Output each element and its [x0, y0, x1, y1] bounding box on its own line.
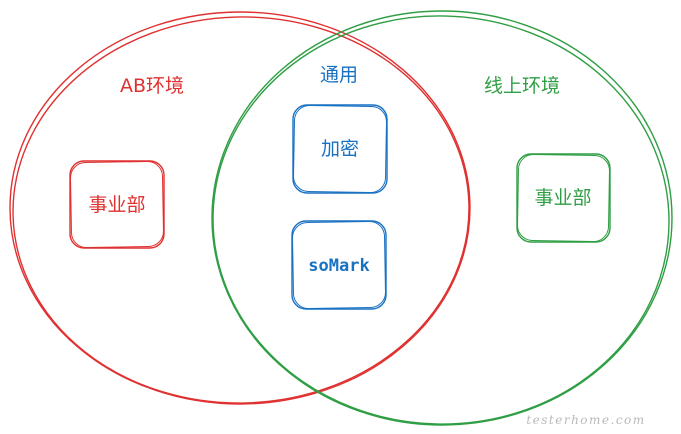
encryption-label: 加密: [321, 138, 359, 160]
ab-environment-circle: [9, 11, 471, 405]
online-environment-circle: [211, 10, 673, 426]
common-title: 通用: [320, 64, 358, 86]
ab-department-label: 事业部: [88, 194, 145, 216]
online-department-label: 事业部: [534, 187, 591, 209]
watermark-text: testerhome.com: [526, 413, 645, 427]
online-environment-title: 线上环境: [484, 75, 560, 97]
online-department-box: 事业部: [516, 153, 611, 243]
somark-label: soMark: [308, 256, 369, 276]
encryption-box: 加密: [292, 104, 388, 194]
ab-environment-title: AB环境: [120, 75, 184, 97]
ab-department-box: 事业部: [69, 160, 165, 249]
somark-box: soMark: [291, 220, 387, 310]
